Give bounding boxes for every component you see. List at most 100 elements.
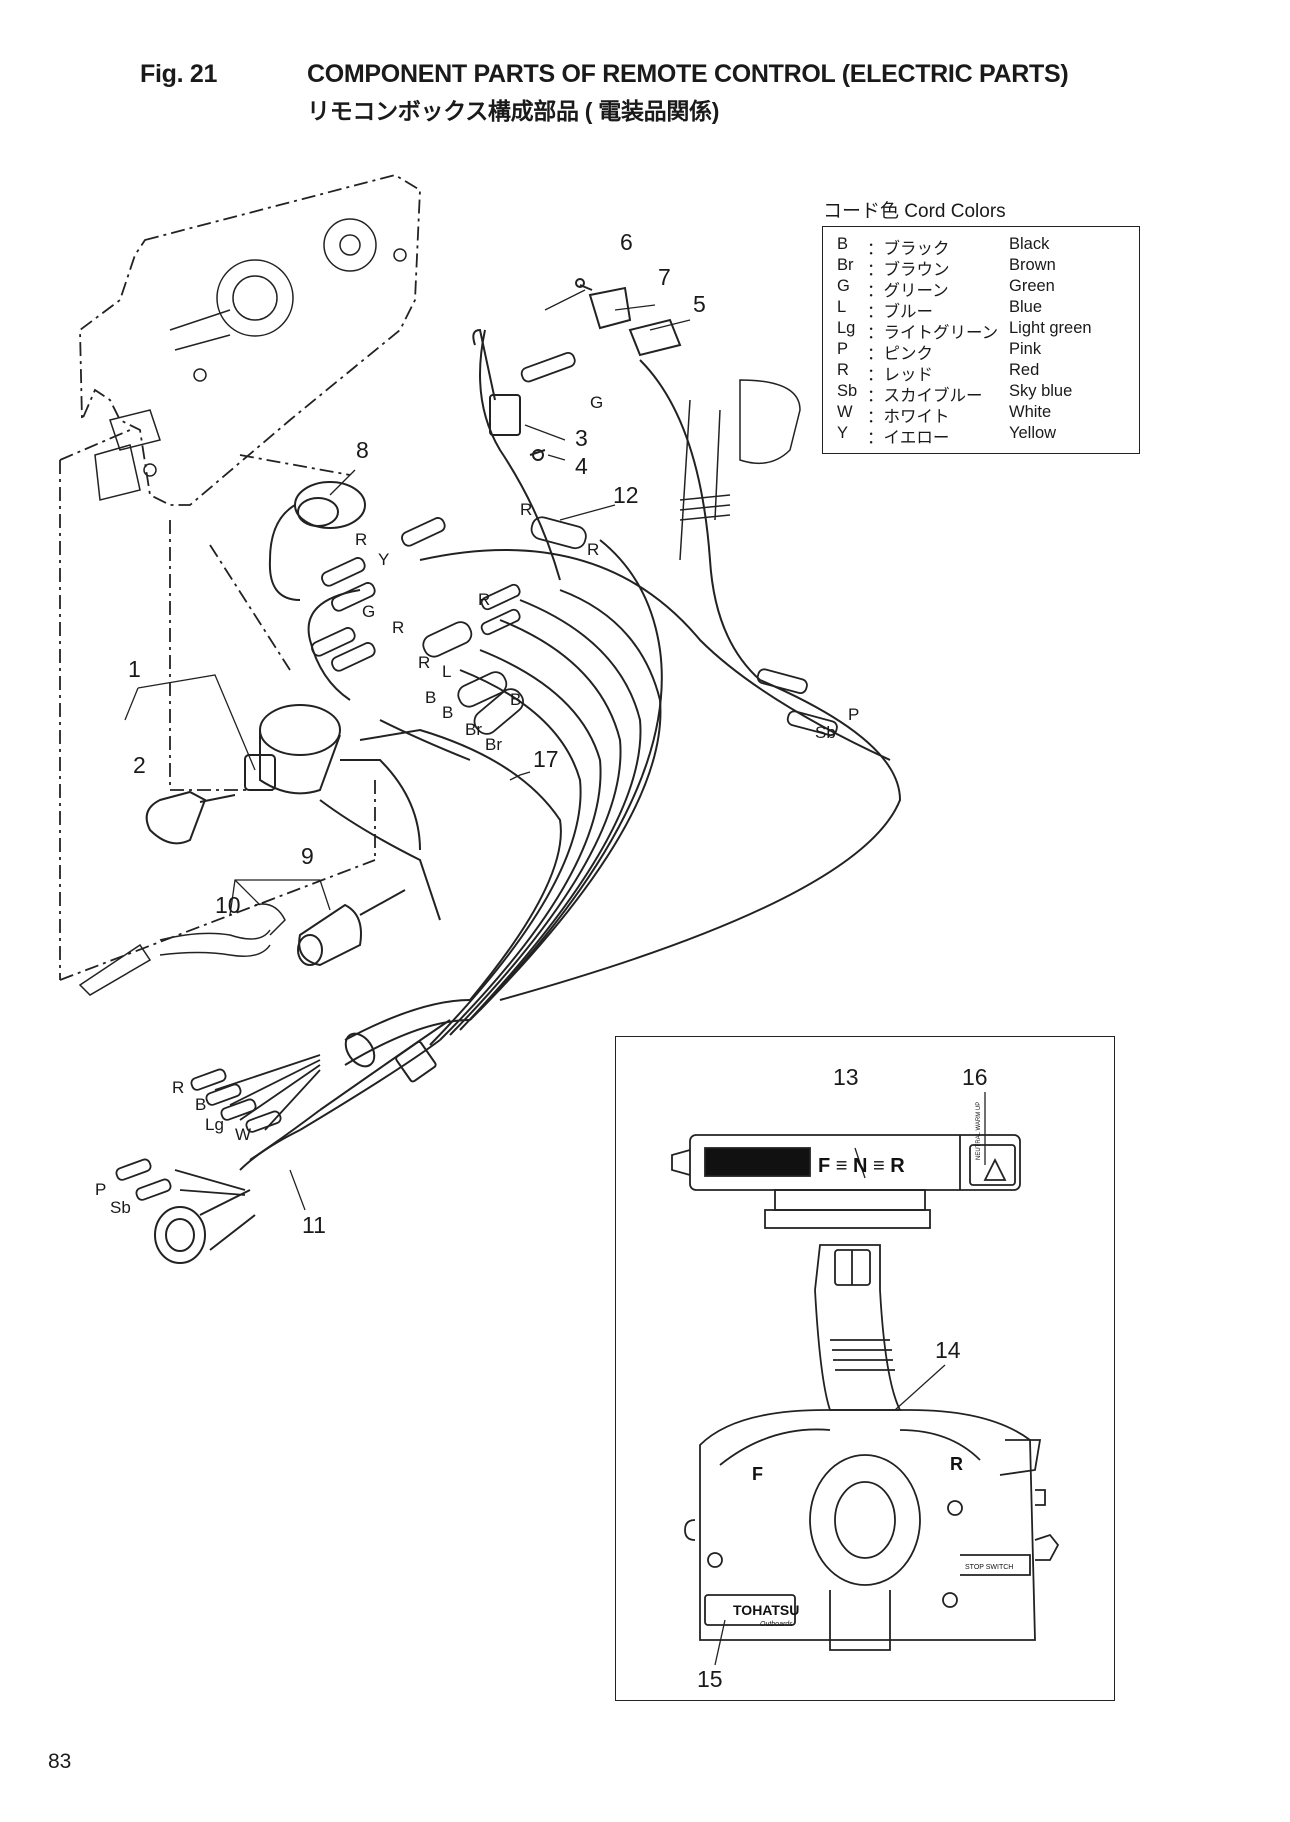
legend-code: R: [837, 361, 849, 379]
callout-4: 4: [575, 453, 588, 479]
page-title-japanese: リモコンボックス構成部品 ( 電装品関係): [307, 98, 720, 124]
legend-jp: ：グリーン: [867, 282, 949, 300]
wire-label: Br: [465, 720, 482, 739]
wire-label: P: [95, 1180, 106, 1199]
callout-14: 14: [935, 1337, 961, 1363]
legend-en: Brown: [1009, 256, 1056, 274]
stop-switch-label: STOP SWITCH: [965, 1564, 1013, 1571]
figure-number: Fig. 21: [140, 60, 218, 88]
legend-jp: ：イエロー: [867, 429, 950, 447]
wire-label: Br: [485, 735, 502, 754]
throttle-lever-outline: [679, 379, 801, 561]
wire-label: B: [510, 690, 521, 709]
lanyard-part: [78, 903, 286, 996]
legend-jp: ：ライトグリーン: [867, 324, 999, 342]
wire-label: R: [418, 653, 430, 672]
legend-jp: ：ピンク: [867, 345, 933, 363]
legend-en: Yellow: [1009, 424, 1057, 442]
neutral-switch-part: [575, 278, 682, 357]
legend-code: Y: [837, 424, 849, 442]
legend-code: Sb: [837, 382, 858, 400]
wire-label: R: [478, 590, 490, 609]
legend-jp: ：レッド: [867, 366, 933, 384]
legend-code: Lg: [837, 319, 856, 337]
legend-en: Black: [1009, 235, 1050, 253]
wire-terminals: [311, 351, 838, 737]
wire-label: Lg: [205, 1115, 224, 1134]
inset-labels: F ≡ N ≡ R NEUTRAL WARM UP F R STOP SWITC…: [733, 1102, 1013, 1628]
callout-7: 7: [658, 264, 671, 290]
legend-jp: ：ブラック: [867, 240, 950, 258]
wire-label: R: [355, 530, 367, 549]
wire-harness: [307, 329, 902, 1046]
switch-part: [472, 328, 546, 461]
legend-code: B: [837, 235, 849, 253]
legend-jp: ：スカイブルー: [867, 387, 983, 405]
wire-label: Y: [378, 550, 389, 569]
callout-9: 9: [301, 843, 314, 869]
lever-r-label: R: [950, 1454, 963, 1474]
wire-label: P: [848, 705, 859, 724]
wire-label: W: [235, 1125, 251, 1144]
callout-15: 15: [697, 1666, 723, 1692]
wire-color-labels: G R R R Y G R R R L B B Br Br B P Sb R B…: [95, 393, 859, 1217]
cord-colors-title: コード色 Cord Colors: [823, 201, 1006, 222]
shift-indicator: F ≡ N ≡ R: [818, 1155, 905, 1177]
wire-label: B: [425, 688, 436, 707]
callout-17: 17: [533, 746, 559, 772]
wire-label: L: [442, 662, 451, 681]
legend-code: W: [837, 403, 853, 421]
legend-jp: ：ホワイト: [867, 408, 950, 426]
legend-code: L: [837, 298, 847, 316]
legend-en: Red: [1009, 361, 1040, 379]
wire-label: B: [195, 1095, 206, 1114]
wire-label: B: [442, 703, 453, 722]
legend-jp: ：ブラウン: [867, 261, 950, 279]
wire-label: G: [590, 393, 603, 412]
callout-10: 10: [215, 892, 241, 918]
inset-frame: [615, 1036, 1115, 1701]
wire-label: R: [520, 500, 532, 519]
callout-5: 5: [693, 291, 706, 317]
cord-colors-legend: B ：ブラック Black Br ：ブラウン Brown G ：グリーン Green L ：ブ…: [822, 226, 1140, 454]
wire-label: Sb: [110, 1198, 131, 1217]
wire-label: G: [362, 602, 375, 621]
brand-label: TOHATSU: [733, 1602, 799, 1618]
harness-trunk: [154, 999, 471, 1264]
lever-f-label: F: [752, 1464, 763, 1484]
callout-leaders: [124, 289, 691, 1211]
legend-code: P: [837, 340, 849, 358]
callout-11: 11: [302, 1212, 326, 1238]
callout-16: 16: [962, 1064, 988, 1090]
housing-outline: [59, 174, 421, 981]
page-number: 83: [48, 1750, 72, 1773]
harness-leads: [115, 1054, 321, 1201]
callout-8: 8: [356, 437, 369, 463]
legend-jp: ：ブルー: [867, 303, 933, 321]
callout-6: 6: [620, 229, 633, 255]
callout-2: 2: [133, 752, 146, 778]
stop-switch-part: [297, 889, 406, 967]
inset-drawing: [671, 1092, 1060, 1666]
callout-3: 3: [575, 425, 588, 451]
buzzer-part: [268, 481, 366, 601]
neutral-warmup-label: NEUTRAL WARM UP: [976, 1102, 982, 1160]
legend-en: Light green: [1009, 319, 1092, 337]
main-switch-part: [244, 704, 341, 795]
callout-12: 12: [613, 482, 639, 508]
legend-en: Blue: [1009, 298, 1043, 316]
callout-1: 1: [128, 656, 141, 682]
legend-code: Br: [837, 256, 854, 274]
wire-label: R: [172, 1078, 184, 1097]
wire-label: Sb: [815, 723, 836, 742]
legend-en: Green: [1009, 277, 1055, 295]
brand-sub-label: Outboards: [760, 1621, 793, 1628]
wire-label: R: [392, 618, 404, 637]
wire-label: R: [587, 540, 599, 559]
legend-code: G: [837, 277, 850, 295]
housing-detail: [94, 218, 407, 501]
legend-en: Sky blue: [1009, 382, 1073, 400]
page-title: COMPONENT PARTS OF REMOTE CONTROL (ELECT…: [307, 60, 1069, 88]
callout-numbers: 1 2 3 4 5 6 7 8 9 10 11 12 13 14 15 16 1…: [128, 229, 988, 1692]
